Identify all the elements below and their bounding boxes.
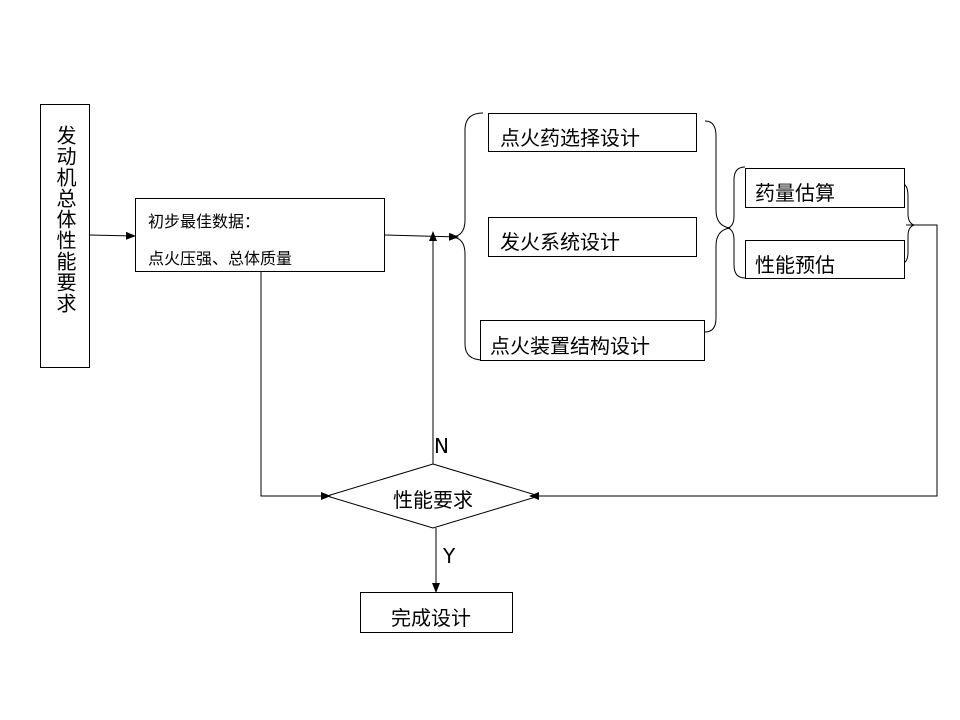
- charge-estimation-label: 药量估算: [755, 181, 835, 205]
- ignition-system-design-box: 发火系统设计: [488, 217, 697, 257]
- brace-estimation-group: [726, 166, 746, 279]
- arrow-requirements-to-preliminary: [89, 231, 136, 240]
- engine-requirements-box: 发动机总体性能要求: [40, 104, 90, 368]
- brace-estimation-group-close: [899, 182, 916, 265]
- arrow-preliminary-to-brace: [384, 232, 459, 241]
- performance-prediction-label: 性能预估: [755, 253, 835, 277]
- preliminary-data-title: 初步最佳数据：: [148, 212, 261, 231]
- igniter-structure-design-box: 点火装置结构设计: [480, 320, 705, 361]
- charge-estimation-box: 药量估算: [745, 168, 905, 208]
- igniter-charge-design-box: 点火药选择设计: [488, 113, 697, 152]
- decision-diamond: [325, 463, 541, 529]
- ignition-system-design-label: 发火系统设计: [500, 230, 620, 254]
- igniter-structure-design-label: 点火装置结构设计: [490, 334, 650, 358]
- engine-requirements-label: 发动机总体性能要求: [53, 125, 77, 314]
- preliminary-data-box: 初步最佳数据： 点火压强、总体质量: [135, 198, 385, 272]
- brace-design-group: [451, 112, 484, 361]
- design-complete-box: 完成设计: [360, 592, 513, 633]
- performance-prediction-box: 性能预估: [745, 240, 905, 279]
- brace-design-group-close: [704, 120, 731, 333]
- arrow-preliminary-to-decision: [260, 272, 331, 500]
- design-complete-label: 完成设计: [391, 606, 471, 630]
- preliminary-data-items: 点火压强、总体质量: [148, 249, 293, 268]
- arrow-feedback-to-decision: [529, 224, 938, 500]
- igniter-charge-design-label: 点火药选择设计: [500, 126, 640, 150]
- edge-label-yes: Y: [443, 544, 456, 568]
- edge-label-no: N: [434, 434, 449, 458]
- performance-check-label: 性能要求: [393, 488, 473, 512]
